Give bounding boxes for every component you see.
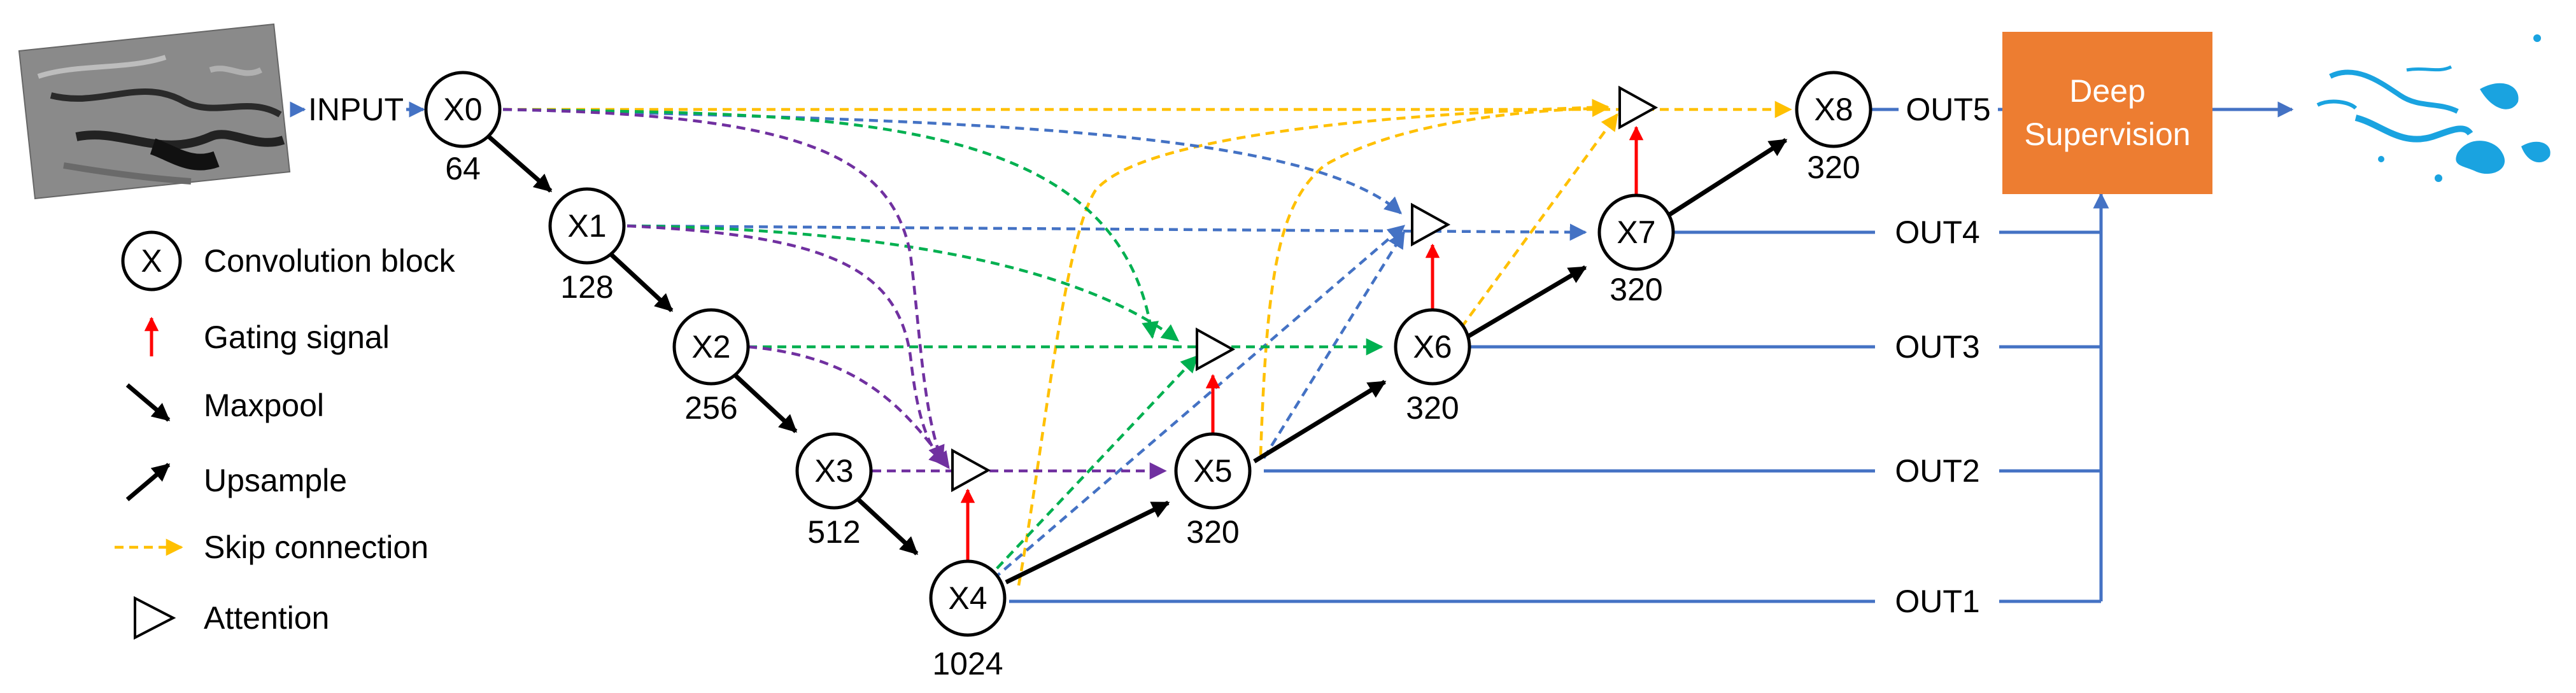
input-image bbox=[18, 23, 291, 200]
svg-text:320: 320 bbox=[1186, 514, 1239, 550]
svg-text:1024: 1024 bbox=[932, 646, 1003, 682]
skip-blue-x0-att6 bbox=[502, 108, 1403, 214]
legend-label-convolution: Convolution block bbox=[204, 243, 456, 279]
node-x3: X3 512 bbox=[795, 432, 873, 550]
svg-text:X7: X7 bbox=[1617, 214, 1655, 250]
output-mask-image bbox=[2316, 34, 2551, 182]
maxpool-arrows bbox=[487, 135, 919, 556]
svg-text:X2: X2 bbox=[691, 329, 730, 365]
out2-label: OUT2 bbox=[1895, 453, 1979, 489]
out3-label: OUT3 bbox=[1895, 329, 1979, 365]
node-x6: X6 320 bbox=[1394, 308, 1471, 426]
skip-yellow-x5-att7 bbox=[1259, 99, 1610, 456]
svg-text:64: 64 bbox=[445, 151, 481, 186]
skip-yellow-x6-att7 bbox=[1460, 113, 1618, 329]
legend-label-maxpool: Maxpool bbox=[204, 388, 324, 423]
out4-label: OUT4 bbox=[1895, 214, 1979, 250]
attention-icon bbox=[134, 596, 176, 640]
svg-text:X1: X1 bbox=[567, 208, 606, 244]
attention-gate-4 bbox=[1618, 85, 1659, 130]
node-x5: X5 320 bbox=[1174, 432, 1252, 550]
svg-text:320: 320 bbox=[1610, 272, 1662, 307]
node-x7: X7 320 bbox=[1597, 193, 1675, 307]
legend-label-upsample: Upsample bbox=[204, 463, 347, 498]
gating-signals bbox=[960, 125, 1644, 560]
deep-supervision-line1: Deep bbox=[2069, 73, 2146, 109]
deep-supervision-line2: Supervision bbox=[2024, 116, 2190, 152]
upsample-arrows bbox=[1005, 138, 1788, 585]
skip-purple-x0-att4 bbox=[502, 108, 945, 463]
svg-text:256: 256 bbox=[684, 390, 737, 426]
node-x2: X2 256 bbox=[672, 308, 750, 426]
attention-gate-3 bbox=[1411, 202, 1451, 247]
maxpool-arrow-icon bbox=[125, 383, 171, 422]
svg-text:512: 512 bbox=[807, 514, 860, 550]
out1-label: OUT1 bbox=[1895, 584, 1979, 619]
out5-label: OUT5 bbox=[1906, 92, 1990, 127]
skip-yellow-x4-att7 bbox=[1017, 99, 1610, 586]
attention-gate-1 bbox=[951, 448, 991, 493]
node-x4: X4 1024 bbox=[929, 559, 1007, 682]
legend-label-skip: Skip connection bbox=[204, 529, 428, 565]
upsample-arrow-icon bbox=[125, 463, 171, 501]
attention-gate-2 bbox=[1196, 327, 1236, 372]
svg-text:128: 128 bbox=[560, 269, 613, 305]
node-x0: X0 64 bbox=[424, 71, 502, 186]
skip-blue-x5-att6 bbox=[1263, 230, 1405, 459]
skip-green-x4-att5 bbox=[986, 355, 1198, 580]
skip-blue-x4-att6 bbox=[992, 225, 1406, 580]
skip-green-x1-att5 bbox=[626, 224, 1180, 342]
convolution-block-icon: X bbox=[121, 230, 182, 291]
node-x8: X8 320 bbox=[1795, 71, 1872, 185]
attention-gates bbox=[951, 85, 1659, 493]
input-label: INPUT bbox=[308, 92, 404, 127]
svg-text:320: 320 bbox=[1807, 150, 1860, 185]
svg-text:X8: X8 bbox=[1814, 92, 1853, 127]
output-lines bbox=[1009, 101, 2294, 603]
legend-label-attention: Attention bbox=[204, 600, 329, 636]
deep-supervision-box: Deep Supervision bbox=[2002, 32, 2212, 194]
svg-text:X0: X0 bbox=[443, 92, 482, 127]
node-x1: X1 128 bbox=[548, 187, 626, 305]
skip-purple-x1-att4 bbox=[626, 224, 947, 466]
svg-text:320: 320 bbox=[1406, 390, 1459, 426]
svg-text:X: X bbox=[141, 243, 162, 279]
svg-text:X4: X4 bbox=[948, 580, 987, 616]
legend: X Convolution block Gating signal Maxpoo… bbox=[115, 230, 456, 640]
skip-purple-x2-att4 bbox=[747, 345, 950, 470]
legend-label-gating: Gating signal bbox=[204, 319, 390, 355]
svg-text:X3: X3 bbox=[814, 453, 853, 489]
svg-text:X5: X5 bbox=[1193, 453, 1232, 489]
svg-text:X6: X6 bbox=[1413, 329, 1452, 365]
